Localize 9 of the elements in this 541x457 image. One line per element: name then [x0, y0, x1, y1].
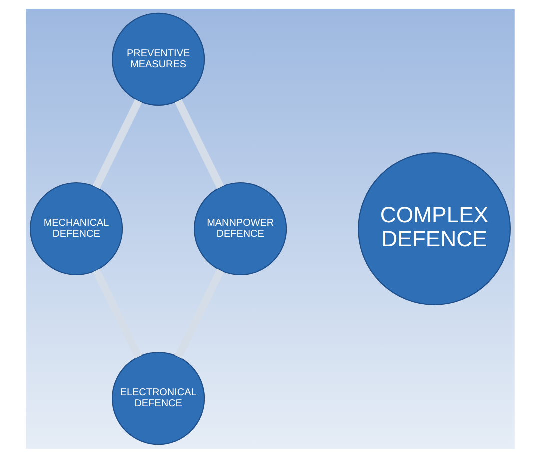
- node-circle: MECHANICAL DEFENCE: [30, 182, 124, 276]
- node-circle: COMPLEX DEFENCE: [358, 152, 511, 305]
- connector: [174, 268, 224, 358]
- node-circle: MANNPOWER DEFENCE: [194, 182, 288, 276]
- node-circle: ELECTRONICAL DEFENCE: [112, 352, 206, 445]
- connector: [174, 98, 224, 189]
- node-circle: PREVENTIVE MEASURES: [112, 12, 206, 106]
- connector: [92, 98, 142, 189]
- connector: [92, 268, 142, 358]
